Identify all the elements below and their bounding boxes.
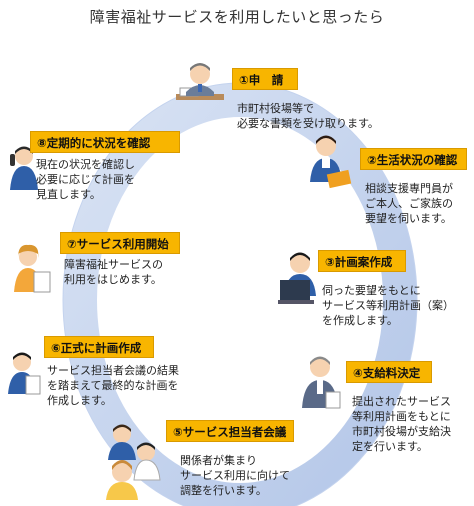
step-5-description: 関係者が集まり サービス利用に向けて 調整を行います。 xyxy=(180,454,290,497)
planner-with-laptop-figure xyxy=(278,252,316,304)
step-8-description: 現在の状況を確認し 必要に応じて計画を 見直します。 xyxy=(36,158,135,201)
step-1-description: 市町村役場等で 必要な書類を受け取ります。 xyxy=(237,102,379,130)
step-4-label: ④支給料決定 xyxy=(346,361,432,383)
phone-caller-figure xyxy=(10,146,38,190)
applicant-at-desk-figure xyxy=(176,63,224,100)
step-6-description: サービス担当者会議の結果 を踏まえて最終的な計画を 作成します。 xyxy=(47,364,179,407)
step-3-label: ③計画案作成 xyxy=(318,250,406,272)
municipal-official-figure xyxy=(302,356,341,409)
step-2-label: ②生活状況の確認 xyxy=(360,148,467,170)
service-user-figure xyxy=(14,244,51,293)
step-1-label: ①申 請 xyxy=(232,68,298,90)
consultant-figure xyxy=(310,135,352,189)
meeting-group-figure xyxy=(106,424,161,500)
step-2-description: 相談支援専門員が ご本人、ご家族の 要望を伺います。 xyxy=(365,182,453,225)
diagram-title: 障害福祉サービスを利用したいと思ったら xyxy=(89,8,385,26)
step-7-description: 障害福祉サービスの 利用をはじめます。 xyxy=(64,258,163,286)
step-7-label: ⑦サービス利用開始 xyxy=(60,232,180,254)
step-3-description: 伺った要望をもとに サービス等利用計画（案） を作成します。 xyxy=(322,284,454,327)
plan-writer-figure xyxy=(8,352,41,395)
step-4-description: 提出されたサービス 等利用計画をもとに 市町村役場が支給決 定を行います。 xyxy=(352,395,451,453)
step-6-label: ⑥正式に計画作成 xyxy=(44,336,154,358)
step-5-label: ⑤サービス担当者会議 xyxy=(166,420,294,442)
step-8-label: ⑧定期的に状況を確認 xyxy=(30,131,180,153)
